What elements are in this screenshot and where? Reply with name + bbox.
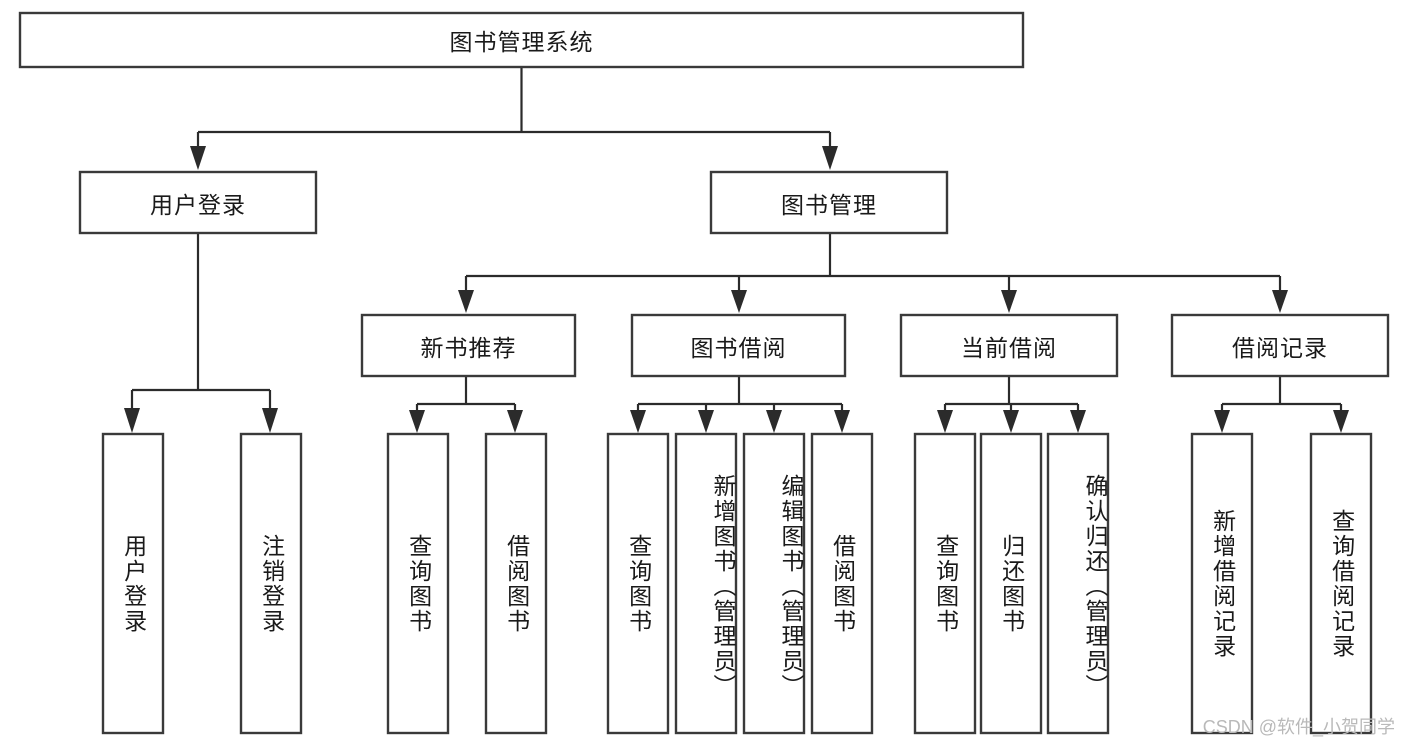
node-box-leaf-current-borrow-1[interactable] (979, 432, 1043, 735)
node-box-root[interactable] (18, 11, 1025, 69)
arrow-currentborrow-leaf3 (1070, 410, 1086, 433)
node-box-leaf-borrow-book-3[interactable] (810, 432, 874, 735)
arrow-currentborrow-leaf2 (1003, 410, 1019, 433)
node-box-user-login[interactable] (78, 170, 318, 235)
edges-currentborrow-to-leaves (937, 376, 1086, 433)
arrow-borrowbook-leaf4 (834, 410, 850, 433)
node-box-book-mgmt[interactable] (709, 170, 949, 235)
edges-bookmgmt-to-level2 (458, 233, 1288, 313)
node-box-leaf-current-borrow-0[interactable] (913, 432, 977, 735)
node-box-borrow-record[interactable] (1170, 313, 1390, 378)
arrow-userlogin-leaf1 (124, 408, 140, 433)
edges-borrowbook-to-leaves (630, 376, 850, 433)
node-box-new-book[interactable] (360, 313, 577, 378)
arrow-borrowrecord-leaf2 (1333, 410, 1349, 433)
node-box-leaf-borrow-book-2[interactable] (742, 432, 806, 735)
arrow-borrowrecord-leaf1 (1214, 410, 1230, 433)
arrow-to-borrow-book (731, 290, 747, 313)
arrow-borrowbook-leaf1 (630, 410, 646, 433)
arrow-borrowbook-leaf2 (698, 410, 714, 433)
edges-root-to-level1 (190, 67, 838, 170)
node-box-leaf-user-login-0[interactable] (101, 432, 165, 735)
node-box-leaf-user-login-1[interactable] (239, 432, 303, 735)
node-box-current-borrow[interactable] (899, 313, 1119, 378)
node-box-leaf-new-book-0[interactable] (386, 432, 450, 735)
arrow-to-borrow-record (1272, 290, 1288, 313)
node-box-leaf-borrow-record-0[interactable] (1190, 432, 1254, 735)
node-box-leaf-borrow-record-1[interactable] (1309, 432, 1373, 735)
arrow-to-current-borrow (1001, 290, 1017, 313)
node-box-leaf-borrow-book-0[interactable] (606, 432, 670, 735)
arrow-newbook-leaf2 (507, 410, 523, 433)
edges-userlogin-to-leaves (124, 233, 278, 433)
arrow-borrowbook-leaf3 (766, 410, 782, 433)
node-box-leaf-new-book-1[interactable] (484, 432, 548, 735)
arrow-currentborrow-leaf1 (937, 410, 953, 433)
edges-borrowrecord-to-leaves (1214, 376, 1349, 433)
arrow-to-new-book (458, 290, 474, 313)
arrow-to-user-login (190, 146, 206, 170)
node-box-leaf-current-borrow-2[interactable] (1046, 432, 1110, 735)
arrow-to-book-mgmt (822, 146, 838, 170)
arrow-newbook-leaf1 (409, 410, 425, 433)
node-box-leaf-borrow-book-1[interactable] (674, 432, 738, 735)
arrow-userlogin-leaf2 (262, 408, 278, 433)
edges-newbook-to-leaves (409, 376, 523, 433)
node-box-borrow-book[interactable] (630, 313, 847, 378)
